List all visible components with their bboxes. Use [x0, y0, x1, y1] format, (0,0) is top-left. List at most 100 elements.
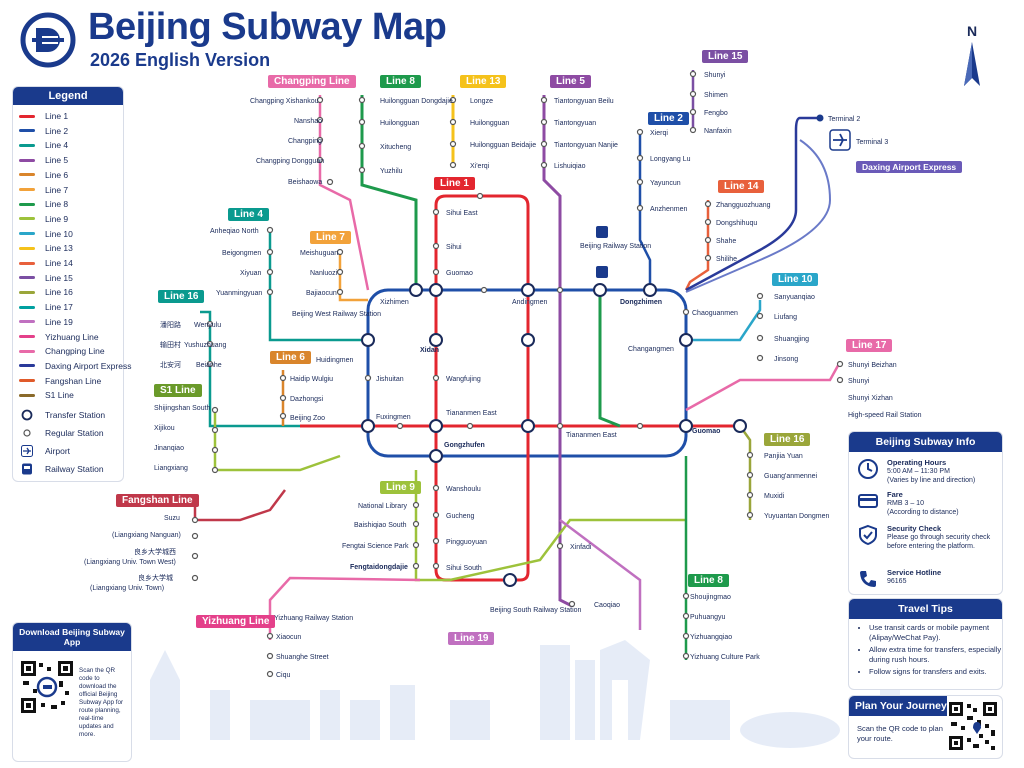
info-head: Operating Hours: [887, 458, 947, 467]
station-label: Shunyi: [704, 72, 726, 79]
station-label: Shunyi Beizhan: [848, 362, 897, 369]
info-head: Security Check: [887, 524, 942, 533]
line-tag-line-17[interactable]: Line 17: [846, 339, 893, 352]
station-label: (Liangxiang Univ. Town West): [84, 559, 176, 566]
station-label: Terminal 2: [828, 116, 860, 123]
legend-item-line: Line 15: [19, 273, 73, 283]
line-tag-line-8-south[interactable]: Line 8: [688, 574, 729, 587]
line-color-swatch: [19, 202, 35, 206]
legend-item-line: Line 14: [19, 258, 73, 268]
legend-item-label: S1 Line: [45, 390, 74, 401]
station-label: Yizhuang Railway Station: [274, 615, 353, 622]
line-tag-line-16-east[interactable]: Line 16: [764, 433, 811, 446]
legend-item-line: Line 19: [19, 317, 73, 327]
line-color-swatch: [19, 188, 35, 191]
legend-item-label: Line 10: [45, 228, 73, 239]
legend-item-label: Transfer Station: [45, 410, 106, 420]
station-label: Tiantongyuan Beilu: [554, 98, 614, 105]
station-label: Sihui: [446, 244, 462, 251]
line-tag-line-5[interactable]: Line 5: [550, 75, 591, 88]
line-tag-line-7[interactable]: Line 7: [310, 231, 351, 244]
station-label: Guang'anmennei: [764, 473, 818, 480]
line-tag-line-4[interactable]: Line 4: [228, 208, 269, 221]
info-head: Fare: [887, 490, 903, 499]
station-label: Beianhe: [196, 362, 222, 369]
station-label: Panjiia Yuan: [764, 453, 803, 460]
line-9-path: [414, 470, 686, 582]
legend-item-label: Line 15: [45, 272, 73, 283]
line-tag-line-6[interactable]: Line 6: [270, 351, 311, 364]
line-tag-line-19[interactable]: Line 19: [448, 632, 495, 645]
station-label: Yayuncun: [650, 180, 681, 187]
legend-item-line: Line 8: [19, 199, 68, 209]
station-label: Nanshao: [294, 118, 322, 125]
station-label: Beijing West Railway Station: [292, 311, 381, 318]
line-color-swatch: [19, 335, 35, 338]
line-tag-airport-express[interactable]: Daxing Airport Express: [856, 161, 963, 173]
line-8-north-path: [360, 95, 418, 290]
station-label: Puhuangyu: [690, 614, 726, 621]
legend-item-label: Line 4: [45, 140, 69, 151]
station-label: Terminal 3: [856, 139, 888, 146]
station-label: Gongzhufen: [444, 442, 485, 449]
line-tag-line-15[interactable]: Line 15: [702, 50, 749, 63]
line-tag-line-1[interactable]: Line 1: [434, 177, 475, 190]
station-label: Yizhuang Culture Park: [690, 654, 760, 661]
station-label: Liangxiang: [154, 465, 188, 472]
line-8-mid-path: [598, 290, 621, 428]
station-label: Nanfaxin: [704, 128, 732, 135]
station-label: Shunyi: [848, 378, 870, 385]
legend-item-line: Line 7: [19, 185, 68, 195]
station-label: Dazhongsi: [290, 396, 324, 403]
compass-label: N: [967, 23, 977, 39]
line-tag-line-8[interactable]: Line 8: [380, 75, 421, 88]
line-tag-line-14[interactable]: Line 14: [718, 180, 765, 193]
plan-journey-panel[interactable]: Plan Your Journey Scan the QR code to pl…: [848, 695, 1003, 759]
plan-qr-code[interactable]: [947, 700, 999, 752]
railway-station-icon: [596, 226, 608, 278]
station-label: Shunyi Xizhan: [848, 395, 893, 402]
line-tag-line-16-west[interactable]: Line 16: [158, 290, 205, 303]
station-label: (Liangxiang Univ. Town): [90, 585, 164, 592]
legend-item-line: Line 13: [19, 243, 73, 253]
station-label: Haidip Wulgiu: [290, 376, 333, 383]
line-tag-line-13[interactable]: Line 13: [460, 75, 507, 88]
download-app-panel[interactable]: Download Beijing Subway App Scan the QR …: [12, 622, 132, 762]
download-qr-code[interactable]: [19, 659, 75, 715]
line-tag-line-9[interactable]: Line 9: [380, 481, 421, 494]
station-label: Suzu: [164, 515, 180, 522]
info-note: (Varies by line and direction): [887, 477, 976, 484]
station-label: Chaoguanmen: [692, 310, 738, 317]
line-tag-line-10[interactable]: Line 10: [772, 273, 819, 286]
chinese-station-label: 输田村: [160, 340, 181, 349]
line-5-path: [542, 95, 573, 608]
tip-item: Allow extra time for transfers, especial…: [869, 645, 1002, 664]
line-tag-fangshan[interactable]: Fangshan Line: [116, 494, 199, 507]
station-label: Sihui South: [446, 565, 482, 572]
station-label: Fengbo: [704, 110, 728, 117]
station-label: Tiananmen East: [566, 432, 617, 439]
line-color-swatch: [19, 276, 35, 280]
line-color-swatch: [19, 320, 35, 324]
station-label: Yizhuangqiao: [690, 634, 732, 641]
skyline-illustration: [150, 640, 900, 748]
line-color-swatch: [19, 305, 35, 309]
legend-item-label: Line 1: [45, 111, 69, 121]
line-tag-line-2[interactable]: Line 2: [648, 112, 689, 125]
station-label: Huidingmen: [316, 357, 353, 364]
line-tag-yizhuang[interactable]: Yizhuang Line: [196, 615, 276, 628]
legend-item-label: Yizhuang Line: [45, 331, 99, 342]
station-label: Guomao: [446, 270, 473, 277]
legend-item-label: Line 6: [45, 169, 69, 180]
legend-item-label: Daxing Airport Express: [45, 360, 132, 371]
line-tag-changping[interactable]: Changping Line: [268, 75, 356, 88]
travel-tips-panel: Travel Tips Use transit cards or mobile …: [848, 598, 1003, 690]
station-label: Jishuitan: [376, 376, 404, 383]
station-label: Shilihe: [716, 256, 737, 263]
station-label: Pingguoyuan: [446, 539, 487, 546]
legend-item-line: S1 Line: [19, 390, 74, 400]
line-tag-s1-line[interactable]: S1 Line: [154, 384, 202, 397]
station-label: Guomao: [692, 428, 720, 435]
